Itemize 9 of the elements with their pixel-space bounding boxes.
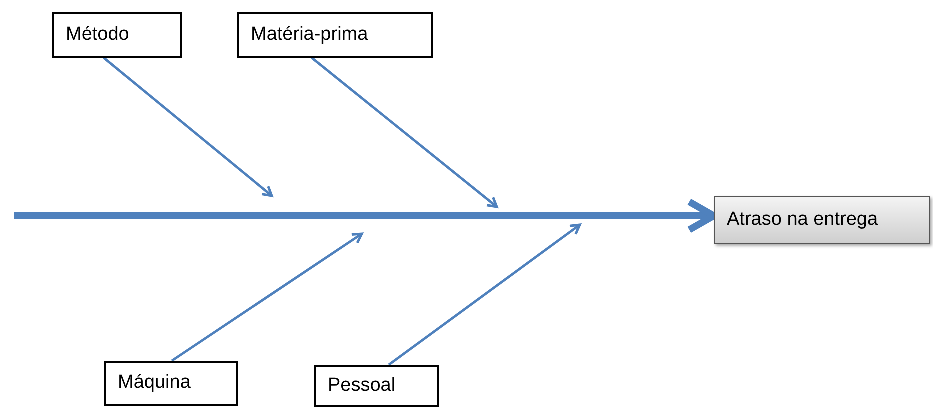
cause-box: Método xyxy=(52,12,182,58)
arrow xyxy=(388,224,582,366)
arrow xyxy=(171,232,364,362)
cause-box: Máquina xyxy=(104,361,238,406)
arrow xyxy=(311,57,498,208)
cause-box: Pessoal xyxy=(314,365,439,407)
cause-box: Matéria-prima xyxy=(237,12,433,58)
effect-box: Atraso na entrega xyxy=(714,196,930,244)
arrow xyxy=(103,57,274,198)
